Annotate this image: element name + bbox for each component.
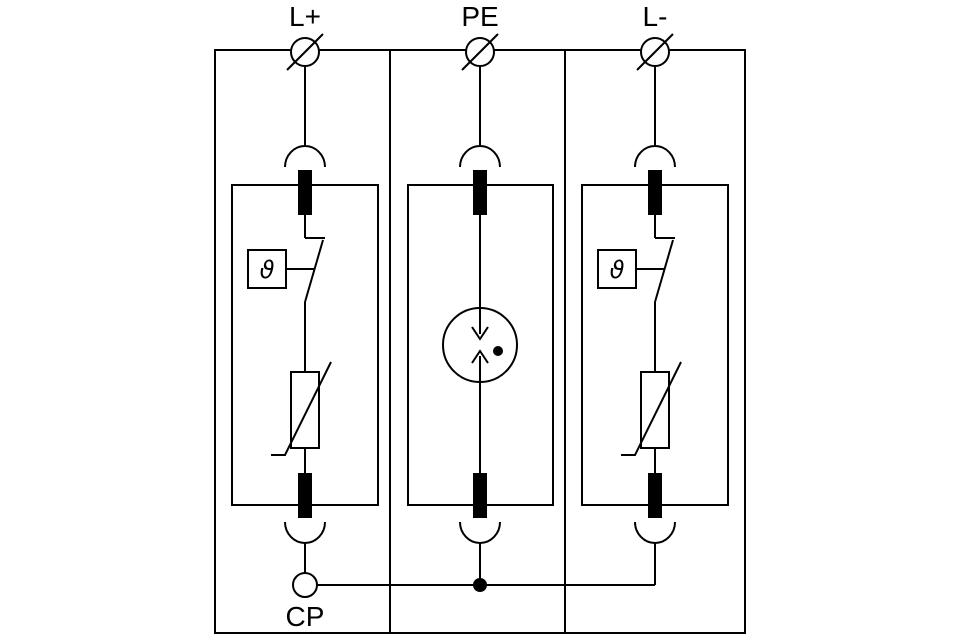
screw-terminal-l-plus-icon xyxy=(286,33,324,71)
terminal-label-l-minus: L- xyxy=(643,1,668,32)
plug-contact-top-right-icon xyxy=(634,145,676,168)
varistor-right-icon xyxy=(621,361,682,456)
contact-block xyxy=(648,170,662,215)
contact-block xyxy=(298,473,312,518)
plug-contact-top-left-icon xyxy=(284,145,326,168)
contact-block xyxy=(298,170,312,215)
screw-terminal-pe-icon xyxy=(461,33,499,71)
plug-contact-top-middle-icon xyxy=(459,145,501,168)
spark-gap-icon xyxy=(442,307,518,383)
plug-contact-bottom-left-icon xyxy=(284,521,326,544)
junction-dot xyxy=(473,578,487,592)
plug-contact-bottom-middle-icon xyxy=(459,521,501,544)
thermal-disconnect-right-icon: ϑ xyxy=(597,215,675,303)
path-l-minus: ϑ xyxy=(597,33,682,585)
theta-symbol-right: ϑ xyxy=(610,256,625,284)
terminal-label-l-plus: L+ xyxy=(289,1,321,32)
contact-block xyxy=(473,473,487,518)
theta-symbol-left: ϑ xyxy=(260,256,275,284)
varistor-left-icon xyxy=(271,361,332,456)
screw-terminal-l-minus-icon xyxy=(636,33,674,71)
cp-terminal-icon xyxy=(292,572,318,598)
terminal-label-pe: PE xyxy=(461,1,498,32)
path-pe xyxy=(442,33,518,585)
contact-block xyxy=(473,170,487,215)
cp-bus xyxy=(292,572,655,598)
path-l-plus: ϑ xyxy=(247,33,332,573)
thermal-disconnect-left-icon: ϑ xyxy=(247,215,325,303)
cp-label: CP xyxy=(286,601,325,632)
contact-block xyxy=(648,473,662,518)
plug-contact-bottom-right-icon xyxy=(634,521,676,544)
